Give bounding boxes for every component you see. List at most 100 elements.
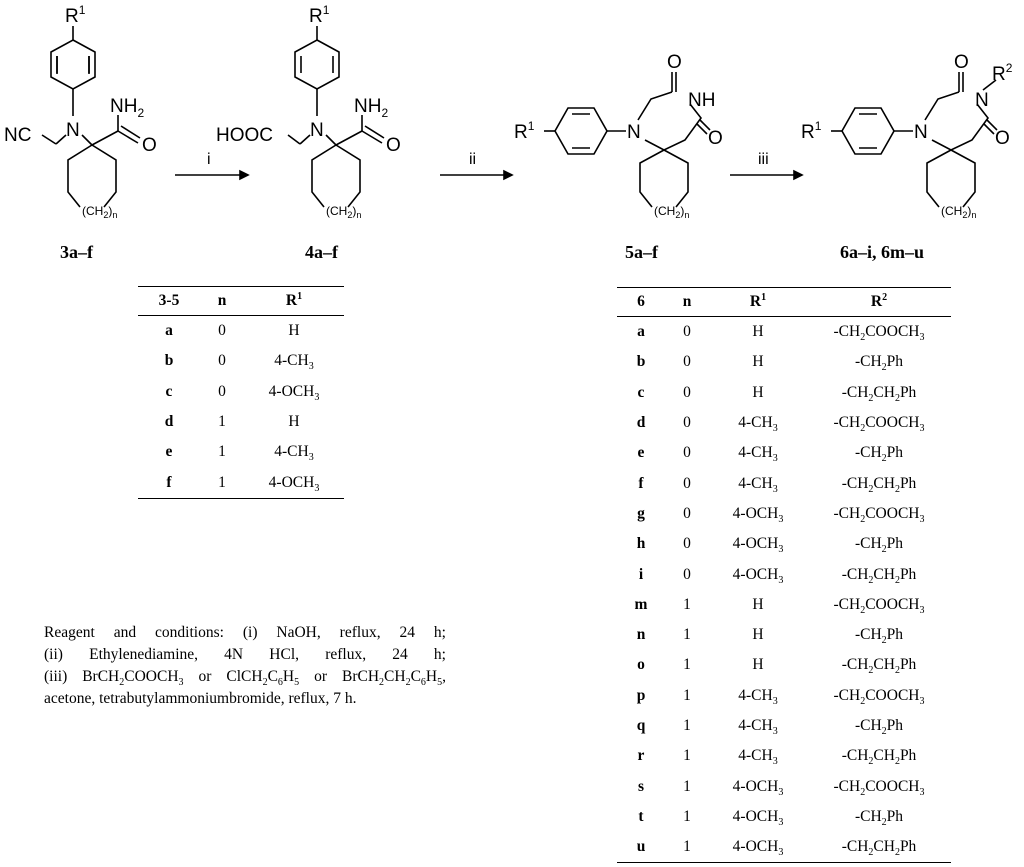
cell-r1: H	[752, 353, 764, 371]
cell-compound: b	[164, 352, 174, 370]
cell-r1: 4-OCH3	[732, 565, 784, 586]
cell-n: 1	[683, 717, 691, 734]
cell-compound: f	[638, 474, 644, 492]
conditions-line-3: (iii) BrCH2COOCH3 or ClCH2C6H5 or BrCH2C…	[44, 668, 446, 689]
cell-r1: 4-CH3	[738, 686, 778, 707]
cell-n: 0	[683, 535, 691, 553]
reaction-conditions: Reagent and conditions: (i) NaOH, reflux…	[44, 622, 446, 710]
arrow-label-i: i	[207, 151, 211, 168]
s4-r-label: R1	[309, 3, 330, 27]
s3-n-label: N	[66, 120, 80, 141]
cell-r1: 4-CH3	[274, 443, 314, 464]
cell-r1: 4-OCH3	[732, 535, 784, 556]
s3-nc-label: NC	[4, 125, 31, 146]
cell-r2: -CH2CH2Ph	[841, 747, 917, 768]
cell-r1: H	[752, 626, 764, 644]
cell-r1: H	[288, 322, 300, 340]
reaction-arrows	[175, 169, 804, 181]
s6-r2-label: R2	[992, 61, 1013, 85]
cell-r1: 4-CH3	[274, 352, 314, 373]
cell-n: 0	[683, 474, 691, 492]
cell-r2: -CH2COOCH3	[833, 595, 925, 616]
cell-n: 0	[218, 382, 226, 400]
conditions-line-2: (ii) Ethylenediamine, 4N HCl, reflux, 24…	[44, 646, 446, 663]
s5-nh-label: NH	[688, 90, 715, 111]
cell-compound: n	[636, 626, 646, 644]
cell-r1: 4-OCH3	[268, 382, 320, 403]
s5-o-top-label: O	[667, 52, 682, 73]
cell-n: 1	[683, 777, 691, 795]
cell-r2: -CH2CH2Ph	[841, 838, 917, 859]
cell-n: 1	[683, 595, 691, 613]
cell-compound: e	[165, 443, 173, 461]
cell-r1: 4-CH3	[738, 444, 778, 465]
structure-3	[41, 26, 141, 208]
cell-r2: -CH2COOCH3	[833, 414, 925, 435]
cell-r2: -CH2Ph	[854, 717, 904, 738]
cell-r2: -CH2COOCH3	[833, 777, 925, 798]
cell-r2: -CH2CH2Ph	[841, 474, 917, 495]
cell-compound: q	[636, 717, 646, 734]
cell-r1: 4-OCH3	[732, 838, 784, 859]
s6-ch2-label: (CH2)n	[941, 204, 976, 220]
cell-n: 1	[683, 626, 691, 644]
cell-r1: H	[752, 323, 764, 341]
cell-compound: f	[166, 473, 172, 491]
conditions-line-1: Reagent and conditions: (i) NaOH, reflux…	[44, 624, 446, 641]
cell-compound: a	[637, 323, 645, 341]
cell-r1: 4-OCH3	[732, 777, 784, 798]
table-row: u 1 4-OCH3 -CH2CH2Ph	[617, 832, 951, 863]
arrow-label-ii: ii	[469, 151, 476, 168]
cell-r2: -CH2Ph	[854, 535, 904, 556]
table-row: n 1 H -CH2Ph	[617, 620, 951, 650]
cell-r2: -CH2CH2Ph	[841, 383, 917, 404]
cell-compound: b	[636, 353, 646, 371]
cell-compound: p	[636, 686, 646, 704]
s3-r-label: R1	[65, 3, 86, 27]
cell-compound: d	[636, 414, 646, 432]
compound-label-5: 5a–f	[625, 242, 658, 262]
arrow-label-iii: iii	[758, 151, 769, 168]
cell-n: 1	[683, 807, 691, 825]
cell-r1: 4-OCH3	[268, 473, 320, 494]
cell-compound: i	[638, 565, 644, 583]
cell-r2: -CH2COOCH3	[833, 686, 925, 707]
s4-n-label: N	[310, 120, 324, 141]
s4-o-label: O	[386, 135, 401, 156]
cell-compound: u	[636, 838, 646, 856]
cell-r2: -CH2Ph	[854, 626, 904, 647]
cell-compound: m	[634, 595, 648, 613]
cell-n: 0	[683, 504, 691, 522]
cell-compound: o	[637, 656, 645, 674]
s4-hooc-label: HOOC	[216, 125, 273, 146]
cell-n: 1	[683, 656, 691, 674]
cell-n: 1	[683, 747, 691, 765]
header-n: n	[200, 286, 244, 316]
header-compound: 3-5	[138, 286, 200, 316]
s4-ch2-label: (CH2)n	[326, 204, 361, 220]
cell-n: 0	[683, 565, 691, 583]
s3-nh2-label: NH2	[110, 96, 144, 120]
cell-r2: -CH2COOCH3	[833, 504, 925, 526]
cell-r1: 4-OCH3	[732, 807, 784, 828]
cell-n: 0	[683, 444, 691, 462]
header-r1: R1	[244, 286, 344, 316]
cell-r1: 4-CH3	[738, 747, 778, 768]
cell-n: 1	[683, 838, 691, 856]
